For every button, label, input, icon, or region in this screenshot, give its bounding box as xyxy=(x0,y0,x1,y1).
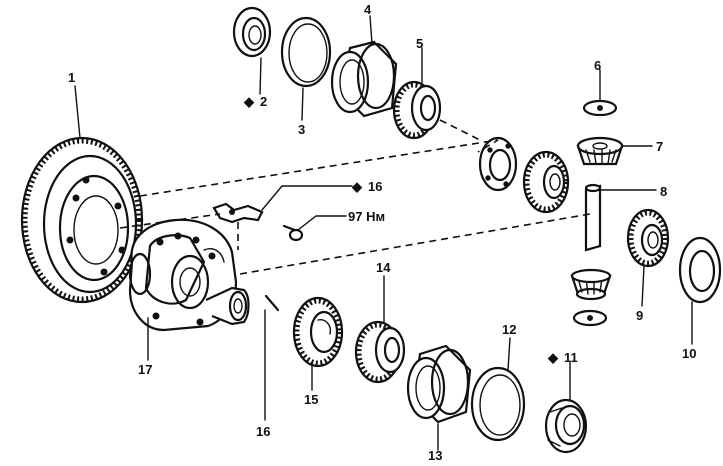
part-side-gear-upper xyxy=(522,150,570,214)
assembly-lines xyxy=(119,119,591,275)
part-shim-12 xyxy=(470,366,526,442)
leader-lines xyxy=(74,15,693,451)
label-13: 13 xyxy=(428,448,442,463)
part-pinion-shaft-8 xyxy=(584,183,602,252)
part-bearing-race-13 xyxy=(406,344,472,424)
part-roller-bearing-5 xyxy=(392,80,442,140)
label-2: 2 xyxy=(260,94,267,109)
part-ring-gear-bolt xyxy=(282,224,304,242)
label-11-mark: ◆ xyxy=(547,350,559,365)
part-speedo-gear-15 xyxy=(292,296,344,368)
label-12: 12 xyxy=(502,322,516,337)
label-4: 4 xyxy=(364,2,372,17)
part-oil-seal-11 xyxy=(544,398,588,454)
part-pinion-gear-7 xyxy=(576,136,624,166)
label-16a-mark: ◆ xyxy=(351,179,363,194)
part-thrust-washer-lower xyxy=(572,309,608,327)
label-6: 6 xyxy=(594,58,601,73)
part-shaft-pin xyxy=(264,294,280,312)
part-bearing-race-4 xyxy=(330,40,398,118)
label-7: 7 xyxy=(656,139,663,154)
part-thrust-washer-6 xyxy=(582,99,618,117)
label-16b: 16 xyxy=(256,424,270,439)
label-10: 10 xyxy=(682,346,696,361)
label-16a: 16 xyxy=(368,179,382,194)
label-8: 8 xyxy=(660,184,667,199)
part-pinion-gear-lower xyxy=(570,268,612,301)
part-shim-3 xyxy=(280,16,332,88)
label-2-mark: ◆ xyxy=(243,94,255,109)
part-ring-gear xyxy=(20,136,144,304)
callout-labels: 1 ◆ 2 3 4 5 6 7 8 9 10 ◆ 11 12 13 14 15 … xyxy=(68,2,696,463)
label-11: 11 xyxy=(564,350,578,365)
label-17: 17 xyxy=(138,362,152,377)
part-thrust-washer-10 xyxy=(678,236,722,304)
part-thrust-washer-left xyxy=(478,136,518,192)
label-torque: 97 Нм xyxy=(348,209,385,224)
label-14: 14 xyxy=(376,260,391,275)
part-side-gear-9 xyxy=(626,208,670,268)
label-3: 3 xyxy=(298,122,305,137)
label-15: 15 xyxy=(304,392,318,407)
part-oil-seal-2 xyxy=(232,6,272,58)
part-lock-plate xyxy=(212,202,264,250)
label-9: 9 xyxy=(636,308,643,323)
label-5: 5 xyxy=(416,36,423,51)
label-1: 1 xyxy=(68,70,75,85)
part-differential-case xyxy=(128,218,250,332)
part-roller-bearing-14 xyxy=(354,320,406,384)
